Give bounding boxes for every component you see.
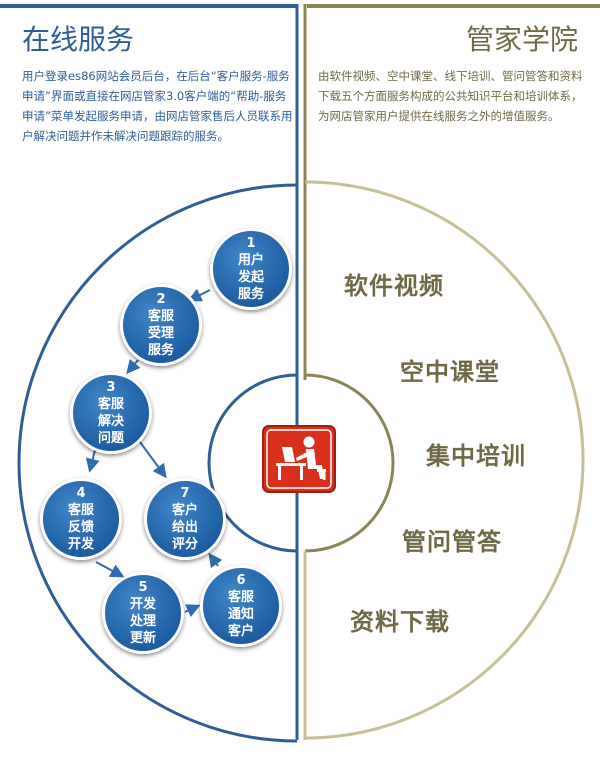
- step-5-dev-update: 5 开发 处理 更新: [102, 572, 184, 654]
- step-line: 客服: [147, 309, 174, 324]
- arrow-1-2: [187, 288, 211, 302]
- step-line: 用户: [237, 253, 264, 268]
- step-line: 给出: [171, 520, 198, 535]
- step-line: 受理: [147, 326, 174, 341]
- topic-document-download: 资料下载: [350, 608, 450, 636]
- step-number: 1: [246, 236, 256, 251]
- step-number: 4: [76, 486, 86, 501]
- arrow-3-7: [139, 441, 167, 479]
- academy-description: 由软件视频、空中课堂、线下培训、管问管答和资料下载五个方面服务构成的公共知识平台…: [318, 69, 583, 123]
- step-line: 问题: [97, 431, 124, 446]
- step-number: 6: [236, 573, 246, 588]
- step-number: 2: [156, 292, 166, 307]
- step-6-notify-customer: 6 客服 通知 客户: [200, 565, 282, 647]
- left-header-bar: [0, 4, 296, 8]
- academy-title: 管家学院: [465, 23, 578, 56]
- online-service-title: 在线服务: [22, 23, 135, 56]
- step-line: 客户: [227, 624, 254, 639]
- person-at-computer-icon: [262, 425, 336, 493]
- right-header-bar: [307, 4, 600, 8]
- inner-left-arc: [207, 373, 298, 553]
- arrow-5-6: [184, 604, 201, 618]
- step-line: 客户: [171, 503, 198, 518]
- arrow-6-7: [208, 552, 223, 569]
- online-service-description: 用户登录es86网站会员后台，在后台“客户服务-服务申请”界面或直接在网店管家3…: [22, 69, 293, 143]
- step-number: 7: [180, 486, 190, 501]
- step-line: 服务: [147, 343, 174, 358]
- step-line: 发起: [237, 270, 264, 285]
- step-line: 处理: [129, 614, 156, 629]
- arrow-4-5: [95, 561, 125, 578]
- step-number: 3: [106, 380, 116, 395]
- step-line: 客服: [97, 397, 124, 412]
- step-7-customer-rating: 7 客户 给出 评分: [144, 478, 226, 560]
- step-line: 客服: [67, 503, 94, 518]
- step-line: 反馈: [67, 520, 94, 535]
- topic-qa: 管问管答: [402, 528, 502, 556]
- step-line: 客服: [227, 590, 254, 605]
- step-line: 更新: [129, 631, 156, 646]
- step-4-feedback-dev: 4 客服 反馈 开发: [40, 478, 122, 560]
- step-3-solve-problem: 3 客服 解决 问题: [70, 372, 152, 454]
- step-line: 开发: [67, 537, 94, 552]
- step-line: 开发: [129, 597, 156, 612]
- inner-right-arc: [304, 373, 395, 553]
- topic-air-classroom: 空中课堂: [400, 358, 500, 386]
- step-number: 5: [138, 580, 148, 595]
- step-1-user-request: 1 用户 发起 服务: [210, 228, 292, 310]
- step-line: 解决: [97, 414, 124, 429]
- step-line: 通知: [227, 607, 254, 622]
- step-2-accept-service: 2 客服 受理 服务: [120, 284, 202, 366]
- topic-software-video: 软件视频: [344, 272, 444, 300]
- right-outer-arc: [304, 180, 585, 740]
- left-outer-arc: [17, 183, 298, 743]
- topic-centralized-training: 集中培训: [426, 442, 526, 470]
- step-line: 服务: [237, 287, 264, 302]
- arrow-2-3: [126, 358, 141, 375]
- step-line: 评分: [171, 537, 198, 552]
